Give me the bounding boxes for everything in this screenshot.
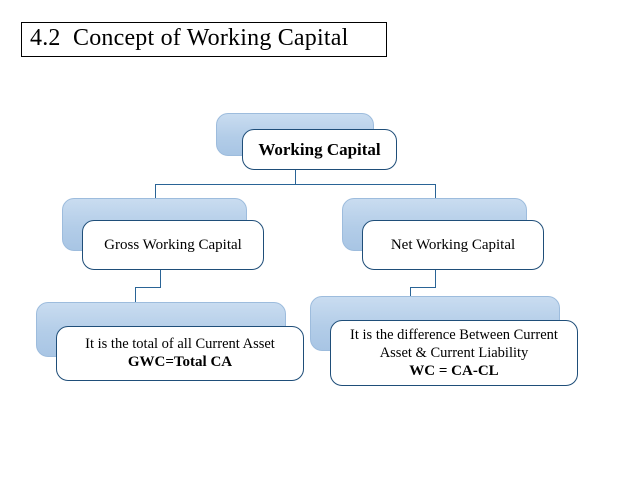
node-net-working-capital[interactable]: Net Working Capital	[342, 198, 544, 270]
node-gross-working-capital-description[interactable]: It is the total of all Current Asset GWC…	[36, 302, 304, 381]
node-box: Net Working Capital	[362, 220, 544, 270]
node-box: Working Capital	[242, 129, 397, 170]
node-formula: WC = CA-CL	[409, 362, 499, 379]
node-description-line1: It is the total of all Current Asset	[85, 336, 275, 353]
connector-net-to-desc	[435, 259, 436, 287]
connector-gross-desc-elbow	[135, 287, 161, 288]
slide-title-box: 4.2 Concept of Working Capital	[21, 22, 387, 57]
node-box: It is the total of all Current Asset GWC…	[56, 326, 304, 381]
node-box: It is the difference Between Current Ass…	[330, 320, 578, 386]
node-working-capital[interactable]: Working Capital	[216, 113, 397, 170]
node-label: Working Capital	[258, 139, 381, 159]
node-label: Net Working Capital	[390, 236, 516, 253]
node-box: Gross Working Capital	[82, 220, 264, 270]
node-label: It is the total of all Current Asset GWC…	[57, 335, 303, 372]
node-label: Gross Working Capital	[104, 236, 242, 253]
connector-gross-to-desc	[160, 259, 161, 287]
node-gross-working-capital[interactable]: Gross Working Capital	[62, 198, 264, 270]
connector-gross-desc-drop	[135, 287, 136, 315]
page-title: 4.2 Concept of Working Capital	[30, 25, 349, 51]
connector-horizontal-split	[155, 184, 435, 185]
node-net-working-capital-description[interactable]: It is the difference Between Current Ass…	[310, 296, 578, 386]
connector-net-desc-elbow	[410, 287, 436, 288]
node-formula: GWC=Total CA	[127, 354, 233, 371]
node-label: It is the difference Between Current Ass…	[331, 326, 577, 381]
connector-root-down	[295, 156, 296, 184]
node-description-line1: It is the difference Between Current Ass…	[350, 326, 558, 361]
